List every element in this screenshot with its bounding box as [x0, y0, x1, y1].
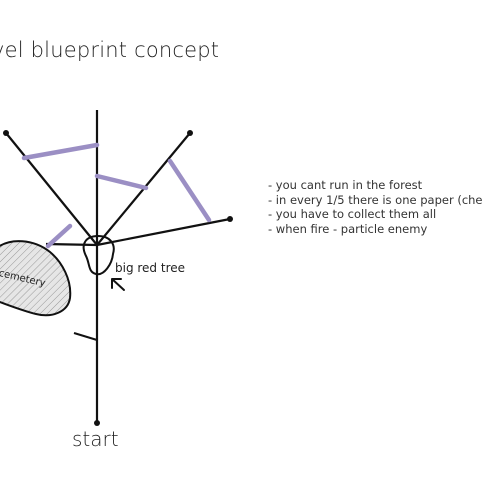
- path-end-dot: [187, 130, 193, 136]
- tree-marker: [82, 234, 115, 276]
- branch-path-far-left: [5, 132, 98, 246]
- connector-path: [45, 223, 73, 249]
- note-item: - you cant run in the forest: [268, 178, 423, 192]
- notes-list: - you cant run in the forest - in every …: [268, 178, 483, 236]
- page-title: vel blueprint concept: [0, 38, 220, 62]
- branch-path-right: [96, 217, 231, 247]
- tree-label: big red tree: [115, 261, 186, 275]
- path-tick-mark: [73, 332, 98, 341]
- branch-path-left-short: [45, 242, 98, 247]
- note-item: - when fire - particle enemy: [268, 221, 428, 236]
- arrow-icon: [111, 278, 125, 291]
- connector-path: [167, 158, 212, 223]
- note-item: - in every 1/5 there is one paper (che: [268, 192, 483, 207]
- note-item: - you have to collect them all: [268, 207, 437, 221]
- connector-path: [94, 173, 149, 191]
- path-end-dot: [3, 130, 9, 136]
- cemetery-area: [0, 240, 72, 317]
- path-end-dot: [227, 216, 233, 222]
- path-end-dot: [94, 420, 100, 426]
- start-label: start: [72, 427, 119, 451]
- connector-path: [21, 142, 100, 161]
